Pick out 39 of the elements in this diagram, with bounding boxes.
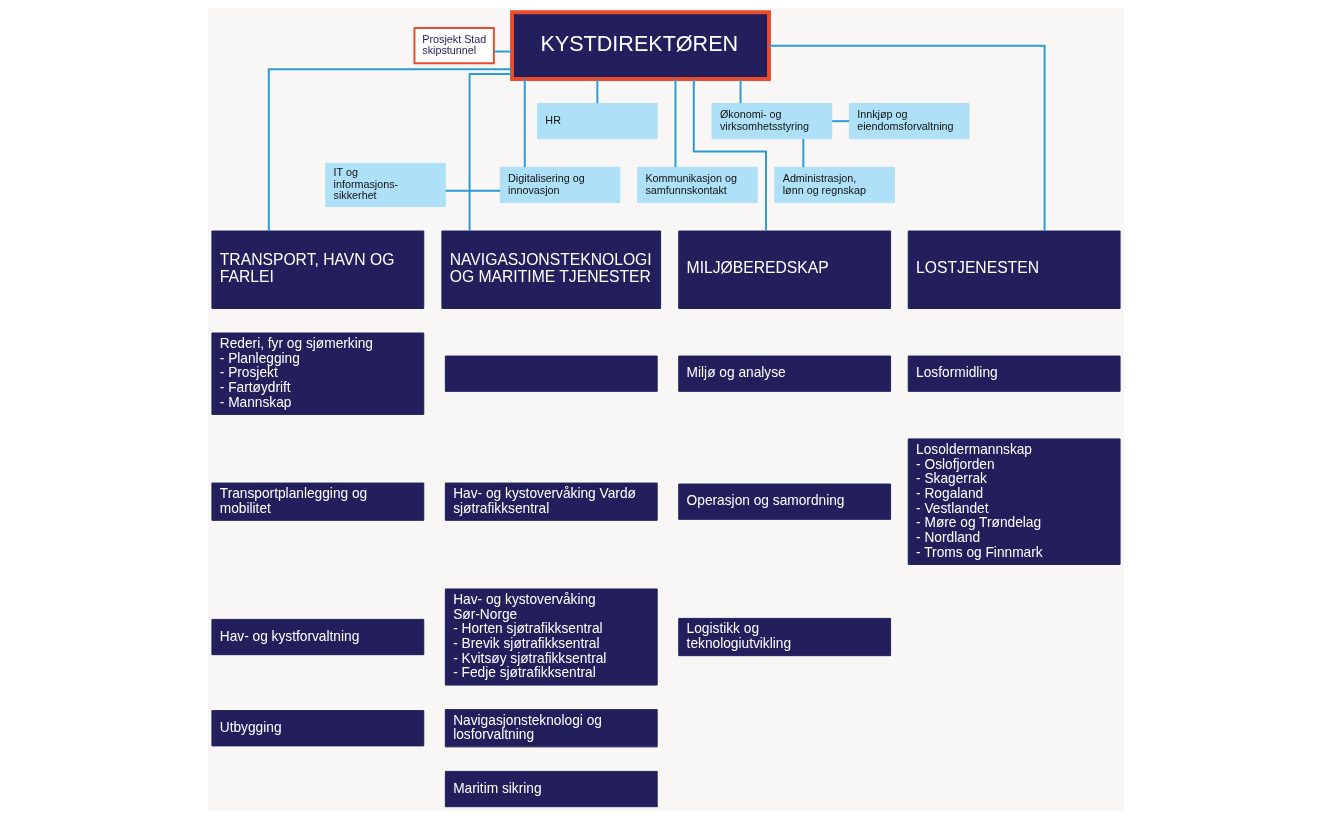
node-box: Hav- og kystovervåking Vardø sjøtrafikksentral <box>444 482 658 521</box>
node-box: Logistikk og teknologiutvikling <box>678 617 892 657</box>
node-box: Maritim sikring <box>444 770 658 808</box>
node-box: HR <box>537 103 658 140</box>
node-box: Kommunikasjon og samfunnskontakt <box>637 166 758 204</box>
node-box: Losoldermannskap - Oslofjorden - Skagerrak - Rogaland - Vestlandet - Møre og Trøndelag - Nordland - Troms og Finnmark <box>907 438 1121 565</box>
node-box: Administrasjon, lønn og regnskap <box>774 166 895 204</box>
node-box: Prosjekt Stad skipstunnel <box>413 27 495 65</box>
node-box: MILJØBEREDSKAP <box>678 230 892 309</box>
node-box: Losformidling <box>907 355 1121 392</box>
node-box: Digitalisering og innovasjon <box>499 166 621 204</box>
node-box: Utbygging <box>211 710 425 747</box>
connector <box>768 44 1046 232</box>
node-box: TRANSPORT, HAVN OG FARLEI <box>211 230 425 309</box>
connector <box>267 68 513 232</box>
node-box: Økonomi- og virksomhetsstyring <box>711 103 833 140</box>
connector <box>802 137 805 169</box>
node-box: Hav- og kystforvaltning <box>211 618 425 656</box>
node-box: IT og informasjons- sikkerhet <box>325 162 446 207</box>
node-box: NAVIGASJONSTEKNOLOGI OG MARITIME TJENESTER <box>441 230 662 309</box>
connector <box>674 78 677 169</box>
node-box: Innkjøp og eiendomsforvaltning <box>848 103 970 140</box>
node-box: Operasjon og samordning <box>678 483 892 520</box>
node-box: Navigasjonsteknologi og losforvaltning <box>444 709 658 748</box>
node-box: Rederi, fyr og sjømerking - Planlegging - Prosjekt - Fartøydrift - Mannskap <box>211 332 425 415</box>
node-box: LOSTJENESTEN <box>907 230 1121 309</box>
connector <box>739 78 742 105</box>
node-box: KYSTDIREKTØREN <box>510 10 771 81</box>
connector <box>596 78 599 105</box>
connector <box>523 78 526 169</box>
node-box <box>444 355 658 392</box>
connector <box>468 73 513 232</box>
node-box: Hav- og kystovervåking Sør-Norge - Horten sjøtrafikksentral - Brevik sjøtrafikksentral - Kvitsøy sjøtrafikksentral - Fedje sjøtrafikksentral <box>444 588 658 686</box>
connector <box>831 120 851 123</box>
connector <box>444 189 502 192</box>
connector <box>692 78 767 232</box>
node-box: Transportplanlegging og mobilitet <box>211 482 425 521</box>
connector <box>493 50 513 53</box>
node-box: Miljø og analyse <box>678 355 892 392</box>
